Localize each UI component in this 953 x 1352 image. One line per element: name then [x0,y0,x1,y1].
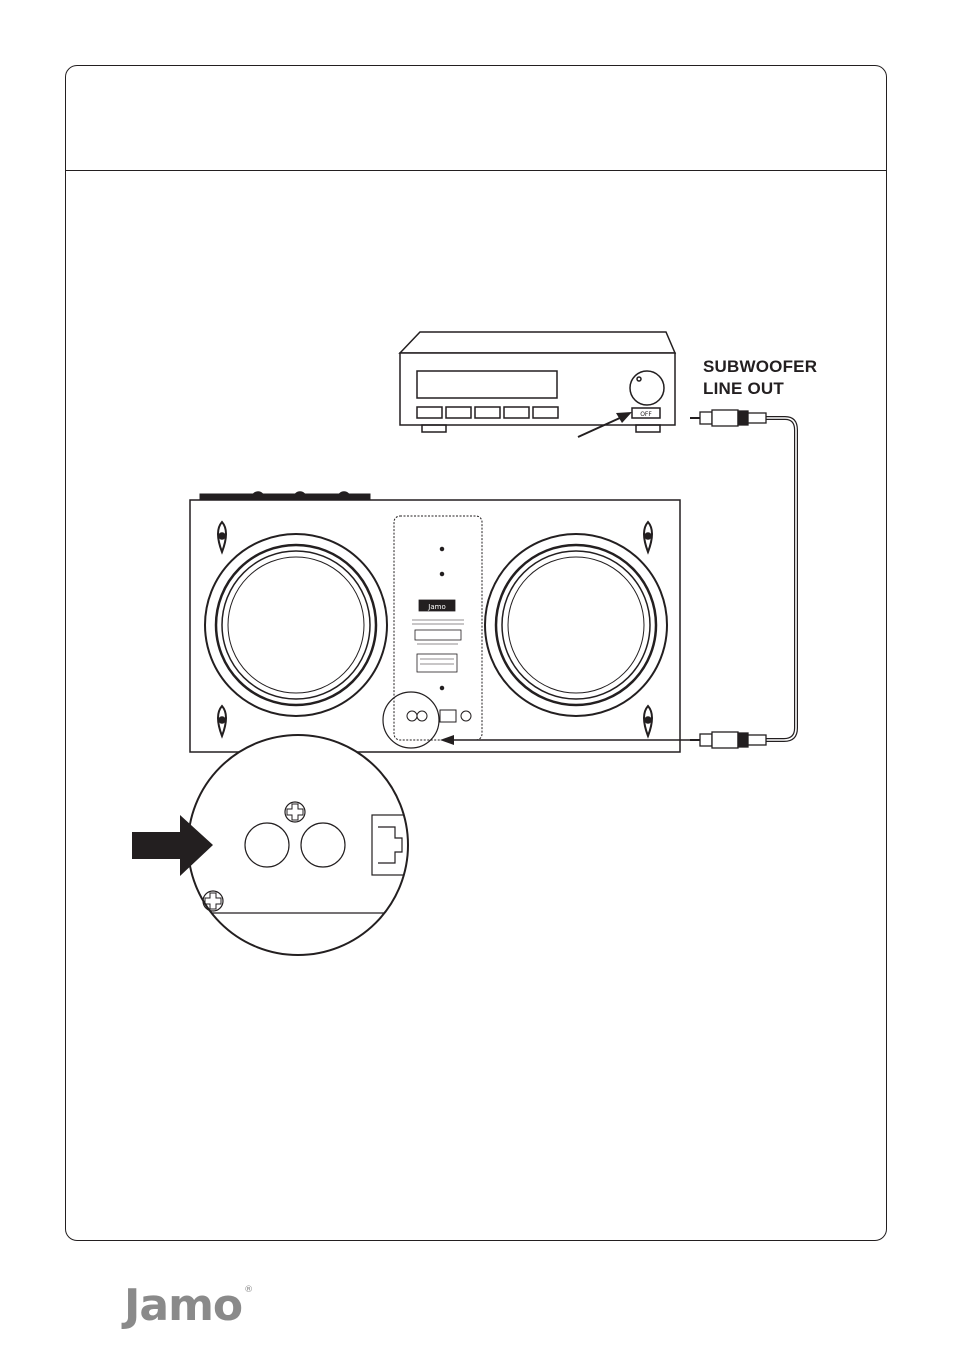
receiver-off-label: OFF [640,411,652,418]
cable-icon [765,418,796,740]
callout-line-2: LINE OUT [703,378,817,400]
callout-line-1: SUBWOOFER [703,356,817,378]
subwoofer-panel-logo: Jamo [427,603,445,611]
receiver-icon [400,332,675,432]
brand-logo: Jamo® [124,1284,252,1328]
subwoofer-line-out-callout: SUBWOOFER LINE OUT [703,356,817,400]
brand-logo-text: Jamo [124,1280,242,1331]
registered-mark: ® [244,1285,252,1295]
subwoofer-icon [190,492,680,752]
magnifier-icon [180,735,420,955]
rca-plug-icon [690,410,766,748]
